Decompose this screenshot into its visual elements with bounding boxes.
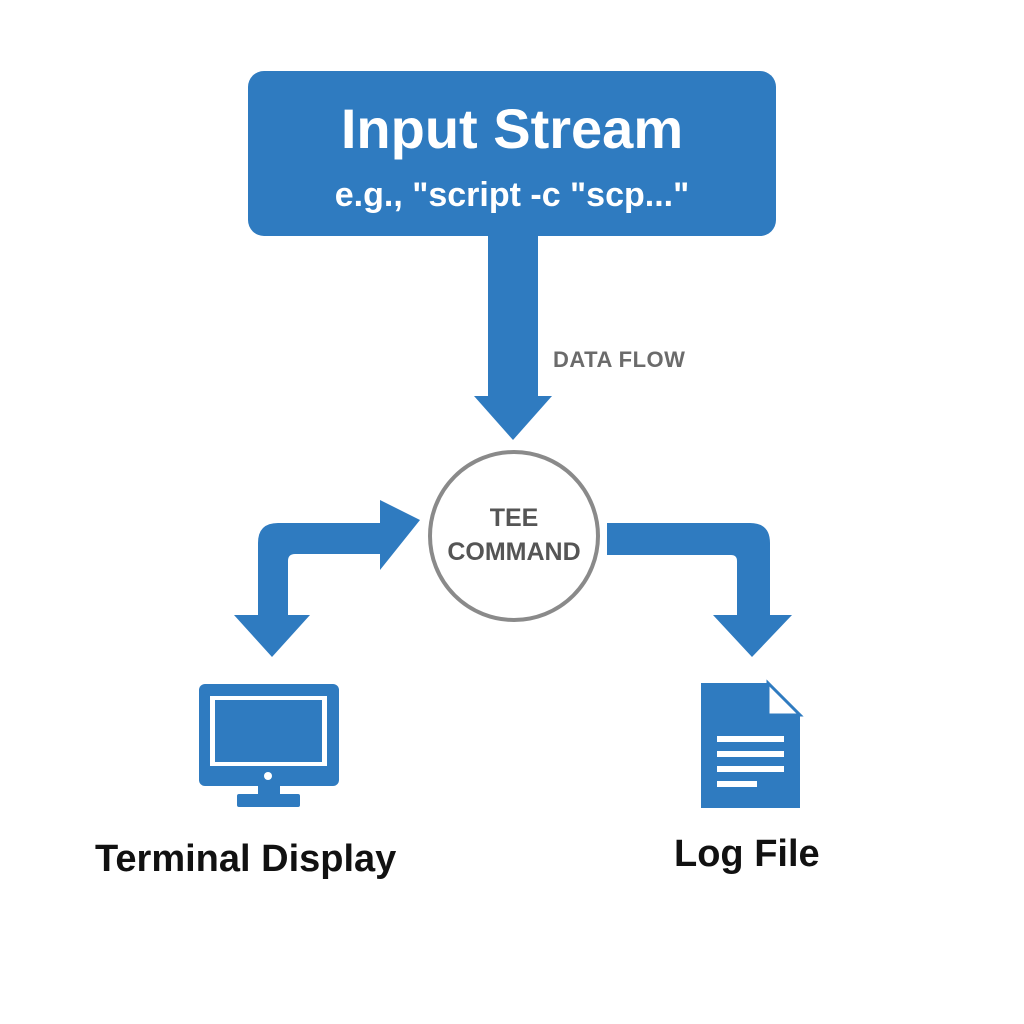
tee-label-line1: TEE (489, 504, 539, 532)
log-file-label: Log File (674, 833, 820, 875)
arrow-to-terminal (234, 500, 420, 657)
input-stream-title: Input Stream (340, 97, 684, 160)
data-flow-label: DATA FLOW (553, 347, 686, 372)
input-stream-box: Input Stream e.g., "script -c "scp..." (248, 71, 776, 236)
arrow-down-main (474, 236, 552, 440)
input-stream-example: e.g., "script -c "scp..." (334, 176, 690, 214)
monitor-icon (199, 684, 339, 807)
arrow-to-log (607, 523, 792, 657)
document-icon (701, 679, 804, 808)
tee-command-node: TEE COMMAND (428, 450, 600, 622)
tee-label-line2: COMMAND (447, 538, 581, 566)
terminal-display-label: Terminal Display (95, 838, 397, 880)
